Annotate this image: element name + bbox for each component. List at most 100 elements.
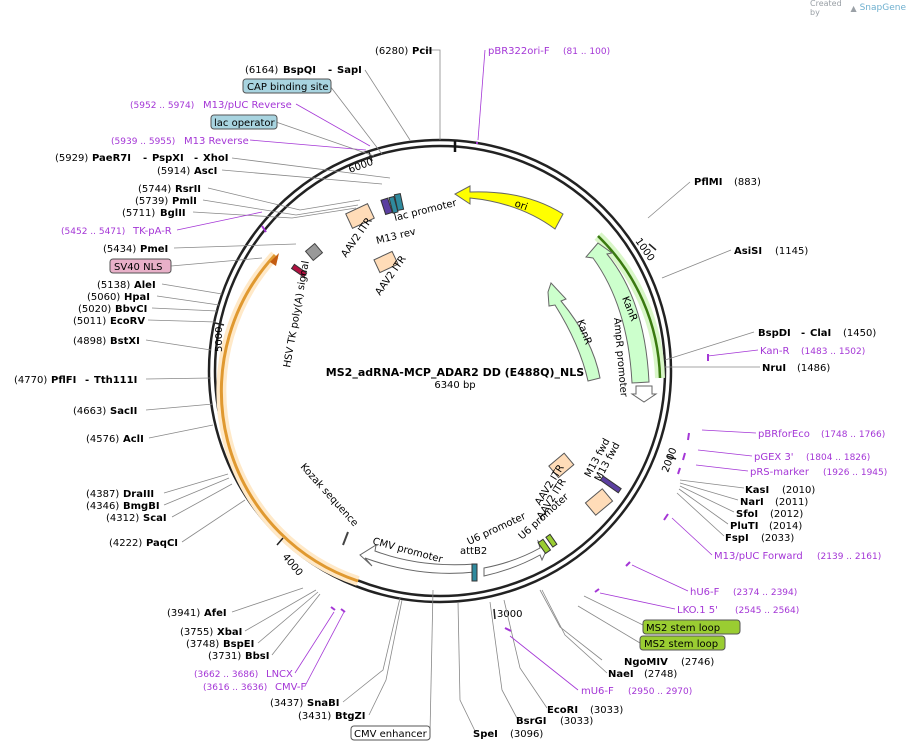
m13-fwd-mark[interactable] <box>599 475 622 494</box>
site-paer7i-name[interactable]: PaeR7I <box>92 153 131 164</box>
site-pluti-name[interactable]: PluTI <box>730 521 758 532</box>
site-spei-name[interactable]: SpeI <box>473 729 498 740</box>
site-pmli-pos: (5739) <box>135 196 168 207</box>
site-sapi-name[interactable]: SapI <box>337 65 362 76</box>
ampr-promoter-feature[interactable] <box>630 385 658 403</box>
site-nrui-pos: (1486) <box>797 363 830 374</box>
ms2-stem-loop-box-2[interactable] <box>639 635 726 651</box>
site-ecorv-name[interactable]: EcoRV <box>110 316 145 327</box>
sv40-nls-box[interactable] <box>109 258 172 274</box>
site-ngomiv-name[interactable]: NgoMIV <box>624 657 668 668</box>
primer-lko-name[interactable]: LKO.1 5' <box>677 605 718 616</box>
sv40-nls-mark[interactable] <box>290 263 308 278</box>
site-afei-name[interactable]: AfeI <box>204 608 227 619</box>
site-xbai-pos: (3755) <box>180 627 213 638</box>
site-pflfi-name[interactable]: PflFI <box>51 375 76 386</box>
site-bspqi-pos: (6164) <box>245 65 278 76</box>
aav2-itr-lower-box[interactable] <box>373 250 399 274</box>
site-pflmi-name[interactable]: PflMI <box>694 177 722 188</box>
primer-pgex-name[interactable]: pGEX 3' <box>754 452 794 463</box>
site-scai-pos: (4312) <box>106 513 139 524</box>
primer-tkpa-name[interactable]: TK-pA-R <box>132 226 172 237</box>
primer-kanr-range: (1483 .. 1502) <box>801 347 865 357</box>
site-asci-pos: (5914) <box>157 166 190 177</box>
primer-m13-rev-name[interactable]: M13 Reverse <box>184 136 249 147</box>
cap-binding-site-box[interactable] <box>242 78 332 94</box>
primer-tkpa-range: (5452 .. 5471) <box>61 227 125 237</box>
site-bspqi-name[interactable]: BspQI <box>283 65 316 76</box>
primer-m13puc-fwd-name[interactable]: M13/pUC Forward <box>714 551 803 562</box>
cmv-promoter-feature[interactable] <box>359 543 476 574</box>
site-asci-name[interactable]: AscI <box>194 166 217 177</box>
tick-1000-mark <box>648 243 657 251</box>
site-bbsi-pos: (3731) <box>208 651 241 662</box>
site-rsrii-name[interactable]: RsrII <box>175 184 201 195</box>
primer-lncx-name[interactable]: LNCX <box>266 669 293 680</box>
site-acli-name[interactable]: AclI <box>123 434 144 445</box>
site-fspi-name[interactable]: FspI <box>725 533 749 544</box>
site-bspei-name[interactable]: BspEI <box>223 639 254 650</box>
site-asisi-name[interactable]: AsiSI <box>734 246 762 257</box>
site-alei-name[interactable]: AleI <box>134 280 156 291</box>
site-tth111i-name[interactable]: Tth111I <box>94 375 137 386</box>
site-sfoi-name[interactable]: SfoI <box>736 509 758 520</box>
site-hpai-name[interactable]: HpaI <box>124 292 150 303</box>
ms2-stem-loop-label-1: MS2 stem loop <box>646 623 720 634</box>
primer-m13puc-rev-name[interactable]: M13/pUC Reverse <box>203 100 292 111</box>
aav2-itr-upper-box[interactable] <box>345 203 375 229</box>
site-bstxi-name[interactable]: BstXI <box>110 336 140 347</box>
site-pmei-name[interactable]: PmeI <box>140 244 168 255</box>
primer-hu6-name[interactable]: hU6-F <box>690 587 720 598</box>
site-xbai-name[interactable]: XbaI <box>217 627 242 638</box>
site-sacii-name[interactable]: SacII <box>110 406 137 417</box>
site-pcii-name[interactable]: PciI <box>412 46 432 57</box>
primer-mu6-name[interactable]: mU6-F <box>581 686 614 697</box>
site-bglii-name[interactable]: BglII <box>160 208 186 219</box>
kozak-label: Kozak sequence <box>298 462 360 529</box>
lac-operator-label-box[interactable] <box>210 114 278 130</box>
site-bbsi-name[interactable]: BbsI <box>245 651 269 662</box>
lac-operator-box[interactable] <box>380 197 393 216</box>
site-ecori-name[interactable]: EcoRI <box>547 705 578 716</box>
site-bspdi-name[interactable]: BspDI <box>758 328 791 339</box>
site-naei-pos: (2748) <box>644 669 677 680</box>
site-afei-pos: (3941) <box>167 608 200 619</box>
aav2-itr-right-upper-box[interactable] <box>548 452 575 479</box>
primer-prs-name[interactable]: pRS-marker <box>750 467 810 478</box>
primer-kanr-name[interactable]: Kan-R <box>760 346 789 357</box>
site-pspxi-name[interactable]: PspXI <box>152 153 184 164</box>
site-btgzi-name[interactable]: BtgZI <box>335 711 366 722</box>
ms2-stem-loop-2[interactable] <box>545 533 558 548</box>
ms2-stem-loop-box-1[interactable] <box>642 619 741 635</box>
site-clai-name[interactable]: ClaI <box>810 328 831 339</box>
site-bmgbi-name[interactable]: BmgBI <box>123 501 160 512</box>
site-pmli-name[interactable]: PmlI <box>172 196 197 207</box>
primer-pbr322ori-name[interactable]: pBR322ori-F <box>488 46 550 57</box>
orf-arc[interactable] <box>219 253 359 583</box>
u6-promoter-feature[interactable] <box>483 539 548 577</box>
ms2-stem-loop-1[interactable] <box>537 538 552 555</box>
primer-cmvf-name[interactable]: CMV-F <box>275 682 306 693</box>
lac-promoter-box[interactable] <box>393 192 405 212</box>
site-scai-name[interactable]: ScaI <box>143 513 167 524</box>
cmv-enhancer-box[interactable] <box>350 725 431 741</box>
aav2-itr-right-lower-box[interactable] <box>584 488 614 516</box>
kanr-inner-feature[interactable] <box>547 282 601 382</box>
hsv-tk-polya-box[interactable] <box>304 242 324 262</box>
site-kasi-name[interactable]: KasI <box>745 485 769 496</box>
site-bsrgi-name[interactable]: BsrGI <box>516 716 546 727</box>
primer-m13-rev-range: (5939 .. 5955) <box>111 137 175 147</box>
site-clai-dash: - <box>801 328 805 339</box>
site-xhoi-name[interactable]: XhoI <box>203 153 228 164</box>
site-draiii-name[interactable]: DraIII <box>123 489 154 500</box>
site-nrui-name[interactable]: NruI <box>762 363 786 374</box>
ori-feature[interactable] <box>454 185 564 230</box>
site-snabi-name[interactable]: SnaBI <box>307 698 339 709</box>
kanr-outer-feature[interactable] <box>585 242 650 384</box>
attb2-box[interactable] <box>471 563 478 582</box>
primer-pbrforeco-name[interactable]: pBRforEco <box>758 429 810 440</box>
site-paqci-name[interactable]: PaqCI <box>146 538 178 549</box>
site-naei-name[interactable]: NaeI <box>608 669 634 680</box>
site-bbvci-name[interactable]: BbvCI <box>115 304 147 315</box>
site-nari-name[interactable]: NarI <box>740 497 764 508</box>
